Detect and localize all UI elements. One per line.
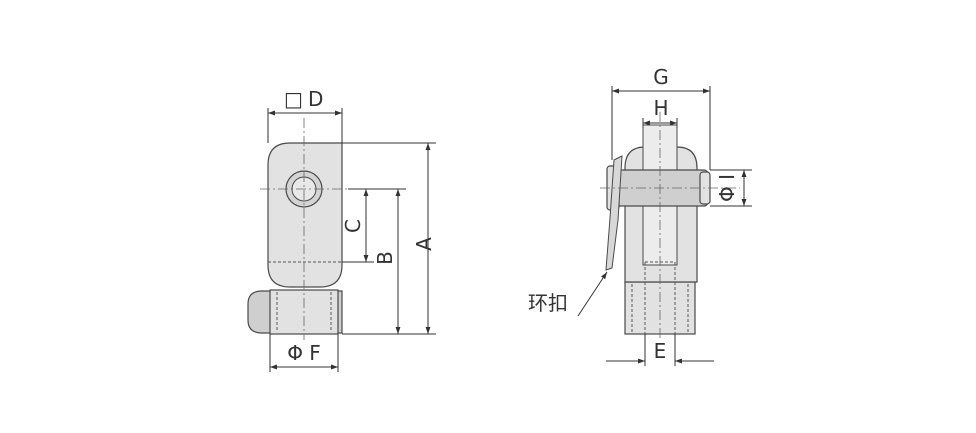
right-view: G H Φ I E 环扣 (528, 65, 752, 366)
dim-i-label: Φ I (715, 174, 739, 202)
clip-leader-line (577, 271, 608, 317)
clip-label: 环扣 (528, 291, 568, 315)
right-clip (605, 155, 623, 271)
dim-f-label: Φ F (287, 341, 321, 365)
dim-d-label: D (308, 87, 323, 111)
left-view: □ D A B C Φ F (247, 87, 436, 372)
dim-d-square-symbol: □ (284, 87, 303, 111)
right-shank (624, 281, 696, 335)
dim-e-label: E (654, 339, 667, 363)
dim-h-label: H (653, 96, 668, 120)
dim-a-label: A (412, 237, 436, 251)
right-shank-thread (631, 284, 689, 332)
dim-g-label: G (653, 65, 669, 89)
left-body (267, 142, 343, 288)
left-shank-thread (276, 292, 332, 332)
dim-c-label: C (341, 219, 365, 233)
dim-b-label: B (373, 251, 397, 265)
